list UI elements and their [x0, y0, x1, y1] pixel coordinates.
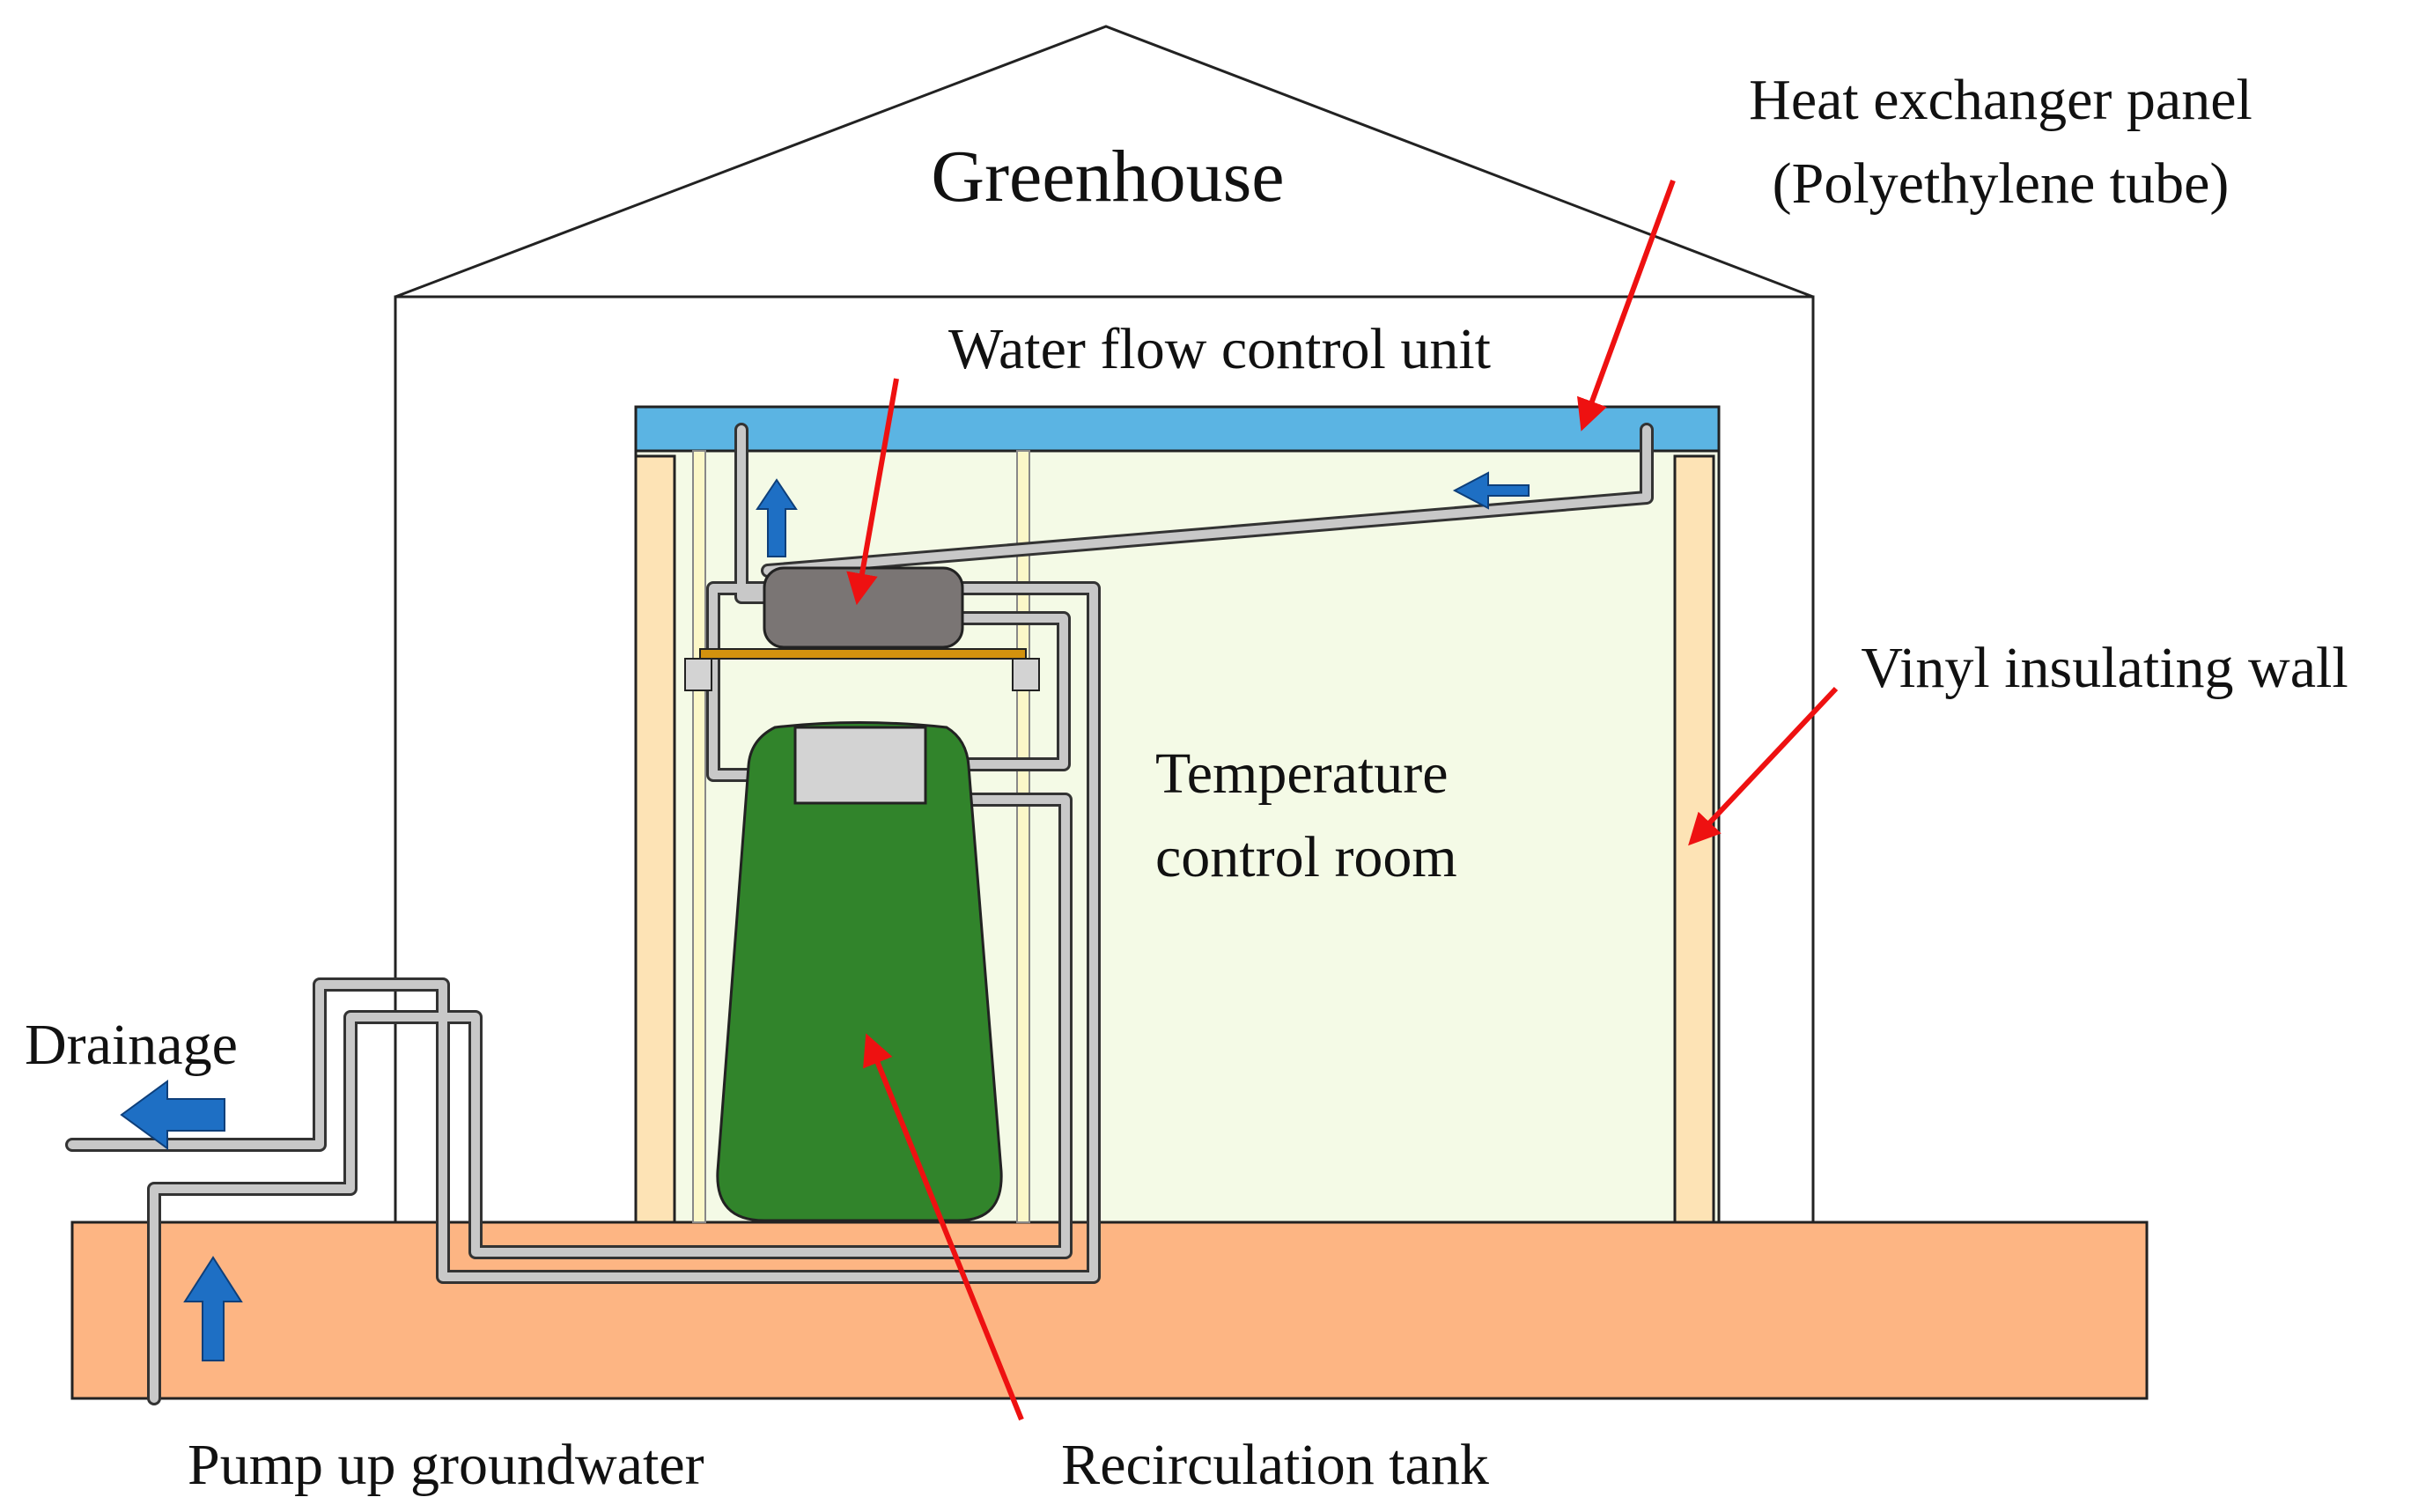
- pipes: [65, 423, 1654, 1405]
- ground: [70, 1221, 2149, 1400]
- heat-exchanger-panel: [634, 405, 1721, 453]
- flow-arrow-up-room: [756, 478, 798, 557]
- greenhouse-roof: [394, 25, 1814, 299]
- pointer-recirculation-tank: [863, 1033, 1024, 1421]
- label-greenhouse: Greenhouse: [931, 136, 1284, 218]
- shelf-bracket-right: [1012, 658, 1040, 691]
- support-post-left: [692, 450, 706, 1223]
- label-heat-exchanger-2: (Polyethylene tube): [1773, 151, 2230, 216]
- shelf: [699, 648, 1027, 660]
- support-post-right: [1016, 450, 1030, 1223]
- pointer-insulating-wall: [1688, 686, 1839, 846]
- pointer-arrows: [846, 179, 1839, 1421]
- flow-arrow-up-groundwater: [183, 1256, 243, 1361]
- label-vinyl-insulating-wall: Vinyl insulating wall: [1861, 636, 2348, 700]
- label-recirculation-tank: Recirculation tank: [1061, 1433, 1489, 1497]
- pointer-heat-exchanger: [1577, 179, 1676, 431]
- flow-arrows: [120, 471, 1530, 1361]
- flow-arrow-left-drainage: [120, 1080, 225, 1150]
- shelf-bracket-left: [684, 658, 712, 691]
- pointer-control-unit: [846, 378, 899, 606]
- label-temperature-control-room-2: control room: [1155, 825, 1457, 889]
- flow-arrow-left-top: [1452, 471, 1530, 510]
- label-pump-up-groundwater: Pump up groundwater: [188, 1433, 704, 1497]
- label-temperature-control-room-1: Temperature: [1155, 741, 1449, 806]
- label-heat-exchanger-1: Heat exchanger panel: [1749, 68, 2252, 132]
- recirculation-tank: [716, 721, 1003, 1222]
- insulating-wall-left: [634, 454, 676, 1224]
- tank-cap: [793, 726, 927, 805]
- label-water-flow-control-unit: Water flow control unit: [948, 317, 1491, 381]
- label-drainage: Drainage: [25, 1013, 238, 1077]
